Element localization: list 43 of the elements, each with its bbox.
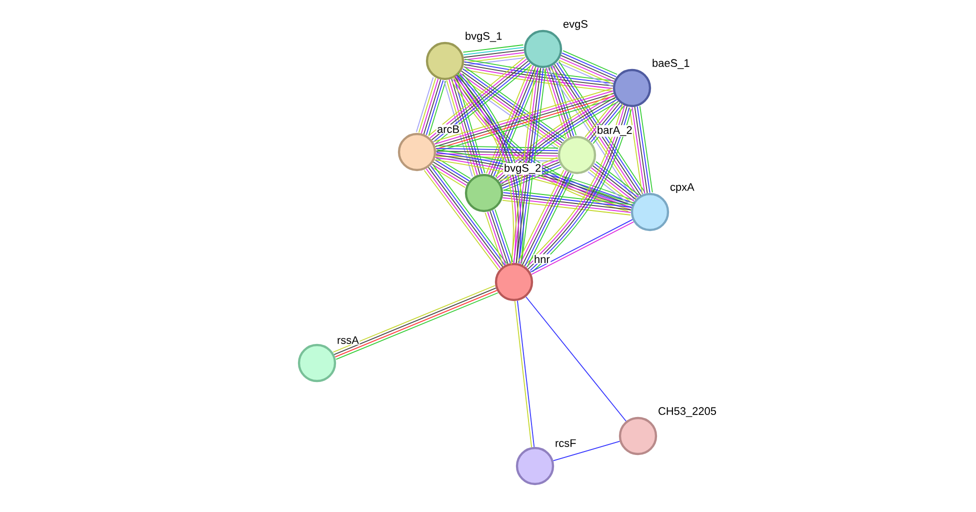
interaction-line	[464, 57, 526, 66]
protein-label: CH53_2205	[657, 406, 718, 418]
interaction-line	[436, 145, 558, 149]
interaction-line	[632, 106, 646, 194]
protein-node	[558, 136, 596, 174]
interaction-line	[436, 150, 558, 154]
interaction-line	[634, 106, 648, 194]
interaction-line	[517, 300, 535, 448]
protein-label: barA_2	[596, 125, 634, 137]
interaction-line	[436, 153, 558, 156]
interaction-line	[462, 44, 524, 53]
protein-label: baeS_1	[651, 58, 691, 70]
interaction-line	[436, 148, 558, 152]
interaction-line	[464, 52, 525, 60]
protein-node	[516, 446, 554, 486]
interaction-line	[514, 300, 532, 448]
interaction-line	[639, 106, 653, 193]
protein-node	[618, 416, 658, 456]
protein-label: bvgS_2	[503, 162, 542, 175]
interaction-line	[526, 296, 626, 422]
interaction-line	[629, 107, 643, 194]
protein-label: rssA	[336, 336, 360, 345]
protein-label: evgS	[562, 19, 589, 31]
protein-label: bvgS_1	[464, 30, 503, 43]
protein-node	[630, 192, 670, 232]
interaction-line	[464, 54, 525, 63]
interaction-line	[436, 156, 558, 159]
protein-node	[612, 68, 652, 108]
protein-label: hnr	[533, 254, 551, 264]
protein-label: rcsF	[554, 438, 578, 448]
protein-node	[464, 174, 504, 212]
protein-node	[524, 30, 562, 68]
interaction-line	[436, 158, 558, 162]
protein-node	[494, 262, 534, 302]
interaction-line	[636, 106, 650, 194]
interaction-line	[463, 47, 524, 56]
interaction-line	[552, 440, 620, 462]
protein-label: cpxA	[669, 182, 696, 194]
protein-node	[398, 132, 436, 172]
protein-node	[426, 42, 464, 80]
protein-label: arcB	[436, 124, 460, 134]
protein-node	[298, 344, 336, 382]
interaction-line	[463, 50, 524, 58]
